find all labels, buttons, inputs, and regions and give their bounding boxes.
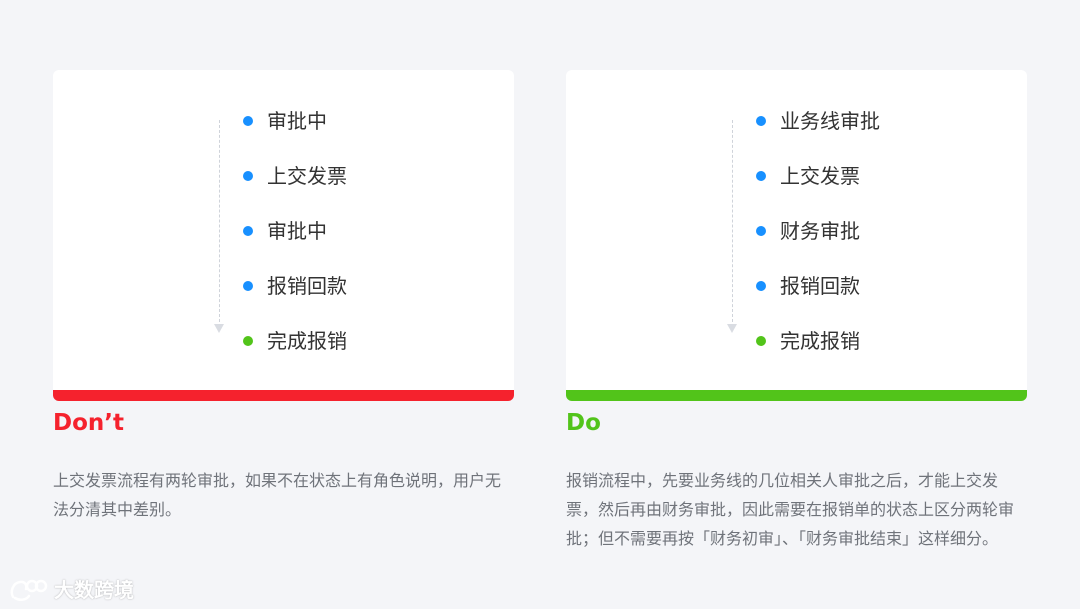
step-label: 审批中 xyxy=(267,109,327,133)
watermark: 大数跨境 xyxy=(8,574,134,603)
step-label: 完成报销 xyxy=(780,329,860,353)
logo-icon xyxy=(10,579,48,601)
step-label: 上交发票 xyxy=(780,164,860,188)
dot-icon xyxy=(756,116,766,126)
dot-icon xyxy=(243,116,253,126)
timeline-line xyxy=(732,120,733,322)
step-label: 报销回款 xyxy=(780,274,860,298)
dot-icon xyxy=(243,281,253,291)
dot-icon xyxy=(756,226,766,236)
do-accent-bar xyxy=(566,390,1027,401)
dont-accent-bar xyxy=(53,390,514,401)
dot-icon xyxy=(756,336,766,346)
do-description: 报销流程中，先要业务线的几位相关人审批之后，才能上交发票，然后再由财务审批，因此… xyxy=(566,471,1015,548)
do-panel: 业务线审批 上交发票 财务审批 报销回款 完成报销 Do 报销流程中，先要业务线… xyxy=(566,70,1027,553)
do-step-5: 完成报销 xyxy=(756,329,860,353)
dot-icon xyxy=(756,171,766,181)
dont-panel: 审批中 上交发票 审批中 报销回款 完成报销 Don’t 上交发票流程有两轮审批… xyxy=(53,70,514,524)
dont-step-2: 上交发票 xyxy=(243,164,347,188)
dot-icon xyxy=(243,226,253,236)
step-label: 财务审批 xyxy=(780,219,860,243)
arrow-down-icon xyxy=(727,324,737,333)
dont-timeline: 审批中 上交发票 审批中 报销回款 完成报销 xyxy=(53,70,514,390)
do-step-4: 报销回款 xyxy=(756,274,860,298)
step-label: 业务线审批 xyxy=(780,109,880,133)
timeline-line xyxy=(219,120,220,322)
dot-icon xyxy=(243,171,253,181)
do-step-2: 上交发票 xyxy=(756,164,860,188)
dont-step-1: 审批中 xyxy=(243,109,327,133)
do-step-3: 财务审批 xyxy=(756,219,860,243)
do-card: 业务线审批 上交发票 财务审批 报销回款 完成报销 xyxy=(566,70,1027,390)
dot-icon xyxy=(243,336,253,346)
dont-step-3: 审批中 xyxy=(243,219,327,243)
arrow-down-icon xyxy=(214,324,224,333)
do-step-1: 业务线审批 xyxy=(756,109,880,133)
dont-step-5: 完成报销 xyxy=(243,329,347,353)
watermark-text: 大数跨境 xyxy=(54,578,134,602)
do-heading: Do xyxy=(566,410,601,436)
dot-icon xyxy=(756,281,766,291)
dont-heading: Don’t xyxy=(53,410,124,436)
step-label: 上交发票 xyxy=(267,164,347,188)
step-label: 审批中 xyxy=(267,219,327,243)
dont-description: 上交发票流程有两轮审批，如果不在状态上有角色说明，用户无法分清其中差别。 xyxy=(53,471,502,519)
step-label: 完成报销 xyxy=(267,329,347,353)
dont-step-4: 报销回款 xyxy=(243,274,347,298)
step-label: 报销回款 xyxy=(267,274,347,298)
dont-card: 审批中 上交发票 审批中 报销回款 完成报销 xyxy=(53,70,514,390)
do-timeline: 业务线审批 上交发票 财务审批 报销回款 完成报销 xyxy=(566,70,1027,390)
